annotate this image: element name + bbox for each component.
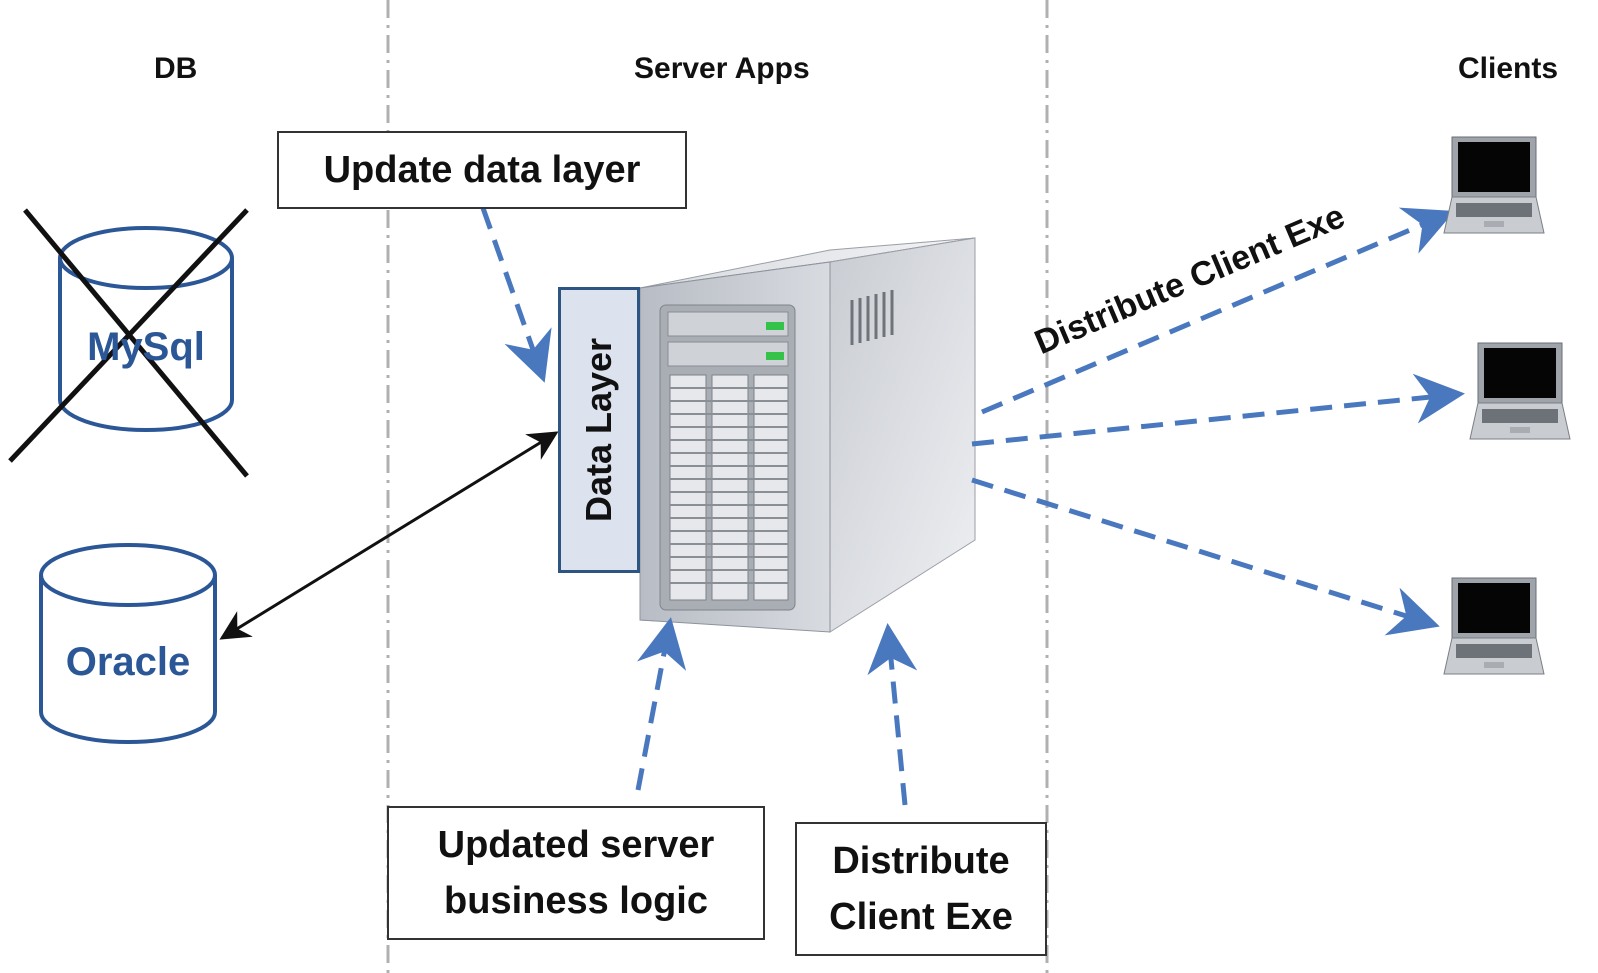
arrow-to-client-2: [971, 373, 1465, 447]
distribute-line2: Client Exe: [829, 896, 1013, 938]
header-db: DB: [154, 52, 198, 85]
update-data-layer-label: Update data layer: [323, 148, 641, 191]
data-layer-label: Data Layer: [578, 337, 619, 523]
crossed-out-icon: [8, 208, 249, 478]
laptop-icon: [1443, 136, 1545, 234]
mysql-label: MySql: [87, 325, 205, 369]
laptop-icon: [1469, 342, 1571, 440]
oracle-label: Oracle: [65, 640, 191, 684]
update-data-layer-box: Update data layer: [277, 131, 687, 209]
oracle-cylinder: [39, 543, 217, 744]
server-icon: [639, 237, 976, 633]
header-server-apps: Server Apps: [634, 52, 810, 85]
header-clients: Clients: [1458, 52, 1559, 85]
data-layer-box: Data Layer: [558, 287, 640, 573]
updated-logic-line1: Updated server: [437, 824, 715, 866]
laptop-icon: [1443, 577, 1545, 675]
arrow-logic-to-server: [635, 617, 687, 791]
distribute-client-box: Distribute Client Exe: [795, 822, 1047, 956]
distribute-line1: Distribute: [832, 840, 1010, 882]
arrow-to-client-3: [971, 477, 1440, 636]
updated-logic-line2: business logic: [444, 880, 708, 922]
arrow-datalayer-oracle: [219, 431, 559, 640]
arrow-to-client-1: [981, 207, 1455, 415]
arrow-distribute-to-server: [867, 623, 918, 806]
arrow-update-to-datalayer: [480, 207, 552, 383]
updated-logic-box: Updated server business logic: [387, 806, 765, 940]
